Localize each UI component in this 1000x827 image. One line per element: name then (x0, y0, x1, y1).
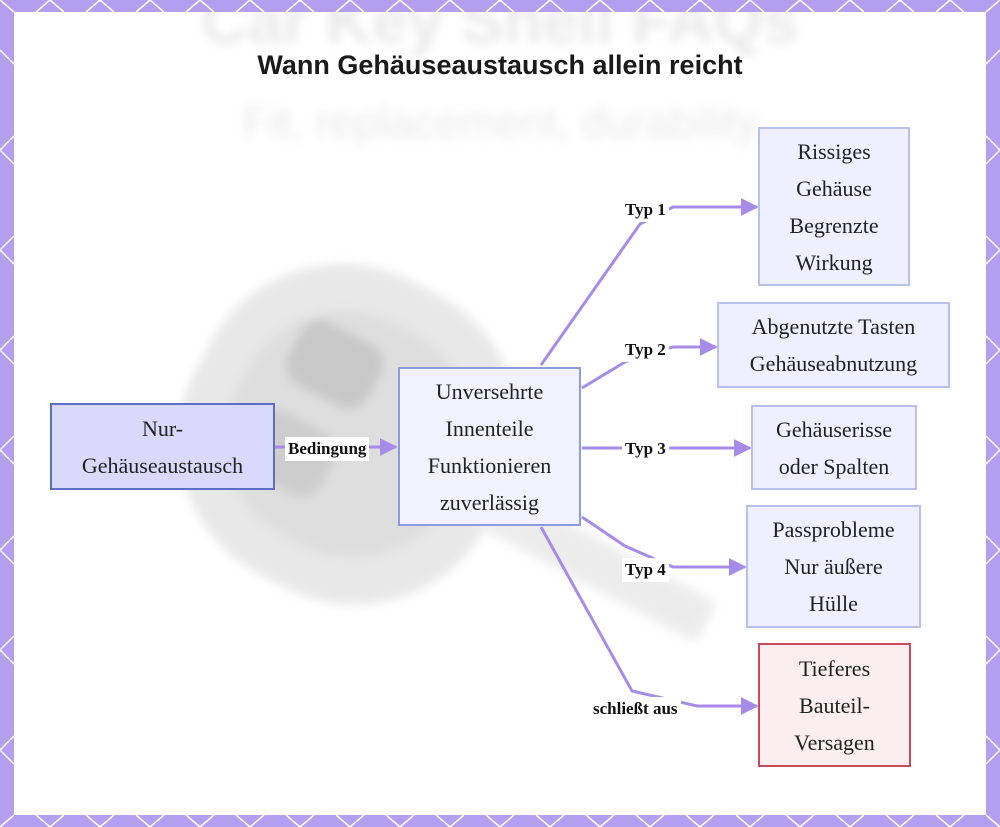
edge-label-exclude: schließt aus (590, 697, 681, 721)
node-type3: Gehäuserisse oder Spalten (751, 405, 917, 490)
node-intact-internals: Unversehrte Innenteile Funktionieren zuv… (398, 367, 581, 526)
node-deeper-failure-label: Tieferes Bauteil- Versagen (794, 650, 875, 761)
node-type4: Passprobleme Nur äußere Hülle (746, 505, 921, 628)
edge-label-type4: Typ 4 (622, 558, 669, 582)
node-shell-only-label: Nur- Gehäuseaustausch (82, 410, 243, 484)
edge-exclude (541, 527, 757, 706)
node-type2: Abgenutzte Tasten Gehäuseabnutzung (717, 302, 950, 388)
edge-label-condition: Bedingung (285, 437, 369, 461)
node-shell-only: Nur- Gehäuseaustausch (50, 403, 275, 490)
node-deeper-failure: Tieferes Bauteil- Versagen (758, 643, 911, 767)
node-type1: Rissiges Gehäuse Begrenzte Wirkung (758, 127, 910, 286)
edge-label-type3: Typ 3 (622, 437, 669, 461)
node-type4-label: Passprobleme Nur äußere Hülle (772, 511, 894, 622)
node-type2-label: Abgenutzte Tasten Gehäuseabnutzung (750, 308, 917, 382)
node-type3-label: Gehäuserisse oder Spalten (776, 411, 892, 485)
node-type1-label: Rissiges Gehäuse Begrenzte Wirkung (789, 133, 878, 281)
node-intact-internals-label: Unversehrte Innenteile Funktionieren zuv… (428, 373, 551, 521)
edge-label-type1: Typ 1 (622, 198, 669, 222)
edge-label-type2: Typ 2 (622, 338, 669, 362)
